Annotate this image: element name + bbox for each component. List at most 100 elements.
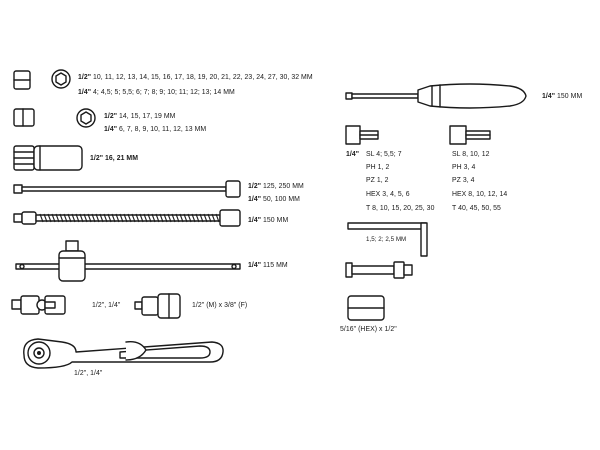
screwdriver-values: 150 MM (557, 93, 583, 100)
extension-large-values: 125, 250 MM (263, 183, 304, 190)
bits-right-line-5: T 40, 45, 50, 55 (452, 205, 501, 212)
bits-right-line-2: PH 3, 4 (452, 164, 476, 171)
spring-coil (203, 213, 208, 223)
deep-socket-hex-end-icon (76, 108, 96, 128)
spring-coil (99, 213, 104, 223)
hex-keys-label: 1,5; 2; 2,5 MM (366, 236, 407, 243)
bits-right-line-3: PZ 3, 4 (452, 177, 475, 184)
t-bar-size: 1/4" (248, 262, 262, 269)
bit-long-icon (449, 125, 491, 145)
sockets-large-values: 10, 11, 12, 13, 14, 15, 16, 17, 18, 19, … (93, 74, 313, 81)
spring-coil (127, 213, 132, 223)
spring-coil (207, 213, 212, 223)
extension-bar-icon (13, 180, 241, 198)
spring-coil (91, 213, 96, 223)
bit-short-icon (345, 125, 379, 145)
spark-plug-socket-icon (13, 145, 83, 171)
universal-joint-icon (11, 295, 66, 315)
spring-coil (71, 213, 76, 223)
sockets-small-size: 1/4" (78, 89, 92, 96)
deep-small-values: 6, 7, 8, 9, 10, 11, 12, 13 MM (119, 126, 207, 133)
spring-coil (111, 213, 116, 223)
bits-left-size: 1/4" (346, 151, 361, 159)
bits-left-line-2: PH 1, 2 (366, 164, 390, 171)
screwdriver-icon (345, 83, 527, 109)
t-bar-values: 115 MM (263, 262, 288, 269)
spring-coil (79, 213, 84, 223)
extension-large-size: 1/2" (248, 183, 262, 190)
spring-coil (187, 213, 192, 223)
spring-coil (95, 213, 100, 223)
spring-coil (43, 213, 48, 223)
socket-large-icon (13, 70, 31, 90)
bits-left-line-3: PZ 1, 2 (366, 177, 389, 184)
spring-coil (171, 213, 176, 223)
spring-coil (63, 213, 68, 223)
spring-coil (83, 213, 88, 223)
spring-coil (147, 213, 152, 223)
screwdriver-label: 1/4"150 MM (542, 93, 582, 101)
deep-socket-icon (13, 108, 35, 127)
flex-extension-label: 1/4"150 MM (248, 217, 288, 225)
adapter-label: 1/2" (M) x 3/8" (F) (192, 302, 248, 309)
bits-left-line-5: T 8, 10, 15, 20, 25, 30 (366, 205, 435, 212)
extension-large-label: 1/2"125, 250 MM (248, 183, 304, 191)
t-bar-label: 1/4"115 MM (248, 262, 288, 270)
flex-extension-size: 1/4" (248, 217, 262, 224)
spark-plug-label: 1/2" 16, 21 MM (90, 155, 139, 162)
spring-coil (191, 213, 196, 223)
socket-hex-end-icon (51, 69, 71, 89)
deep-large-size: 1/2" (104, 113, 118, 120)
spring-coil (199, 213, 204, 223)
spring-coil (87, 213, 92, 223)
hex-key-icon (347, 222, 428, 257)
spring-coil (103, 213, 108, 223)
spring-coil (135, 213, 140, 223)
extension-small-size: 1/4" (248, 196, 262, 203)
universal-joint-label: 1/2", 1/4" (92, 302, 121, 309)
spring-coil (167, 213, 172, 223)
flex-extension-values: 150 MM (263, 217, 289, 224)
bit-holder-icon (345, 261, 413, 279)
ratchet-icon (23, 338, 224, 369)
adapter-icon (134, 293, 181, 319)
sockets-small-values: 4; 4,5; 5; 5,5; 6; 7; 8; 9; 10; 11; 12; … (93, 89, 235, 96)
sockets-large-label: 1/2"10, 11, 12, 13, 14, 15, 16, 17, 18, … (78, 74, 313, 82)
bits-left-line-1: SL 4; 5,5; 7 (366, 151, 402, 158)
extension-small-label: 1/4"50, 100 MM (248, 196, 300, 204)
sockets-small-label: 1/4"4; 4,5; 5; 5,5; 6; 7; 8; 9; 10; 11; … (78, 89, 235, 97)
spring-coil (119, 213, 124, 223)
spring-coil (123, 213, 128, 223)
bit-adapter-label: 5/16" (HEX) x 1/2" (340, 326, 397, 333)
spring-coil (47, 213, 52, 223)
flex-extension-icon (13, 209, 241, 227)
sockets-large-size: 1/2" (78, 74, 92, 81)
extension-small-values: 50, 100 MM (263, 196, 300, 203)
spring-coil (143, 213, 148, 223)
spring-coil (107, 213, 112, 223)
spring-coil (195, 213, 200, 223)
spring-coil (155, 213, 160, 223)
bits-left-size-text: 1/4" (346, 151, 360, 158)
spring-coil (151, 213, 156, 223)
bits-right-line-4: HEX 8, 10, 12, 14 (452, 191, 508, 198)
spring-coil (55, 213, 60, 223)
bits-left-line-4: HEX 3, 4, 5, 6 (366, 191, 410, 198)
deep-small-label: 1/4"6, 7, 8, 9, 10, 11, 12, 13 MM (104, 126, 206, 134)
bit-adapter-icon (347, 295, 385, 321)
ratchet-label: 1/2", 1/4" (74, 370, 103, 377)
spring-coil (215, 213, 220, 223)
bits-right-line-1: SL 8, 10, 12 (452, 151, 490, 158)
spring-coil (75, 213, 80, 223)
spring-coil (159, 213, 164, 223)
spring-coil (131, 213, 136, 223)
spring-coil (179, 213, 184, 223)
spring-coil (163, 213, 168, 223)
spring-coil (183, 213, 188, 223)
t-bar-handle-icon (15, 240, 241, 282)
deep-small-size: 1/4" (104, 126, 118, 133)
spring-coil (51, 213, 56, 223)
spring-coil (115, 213, 120, 223)
